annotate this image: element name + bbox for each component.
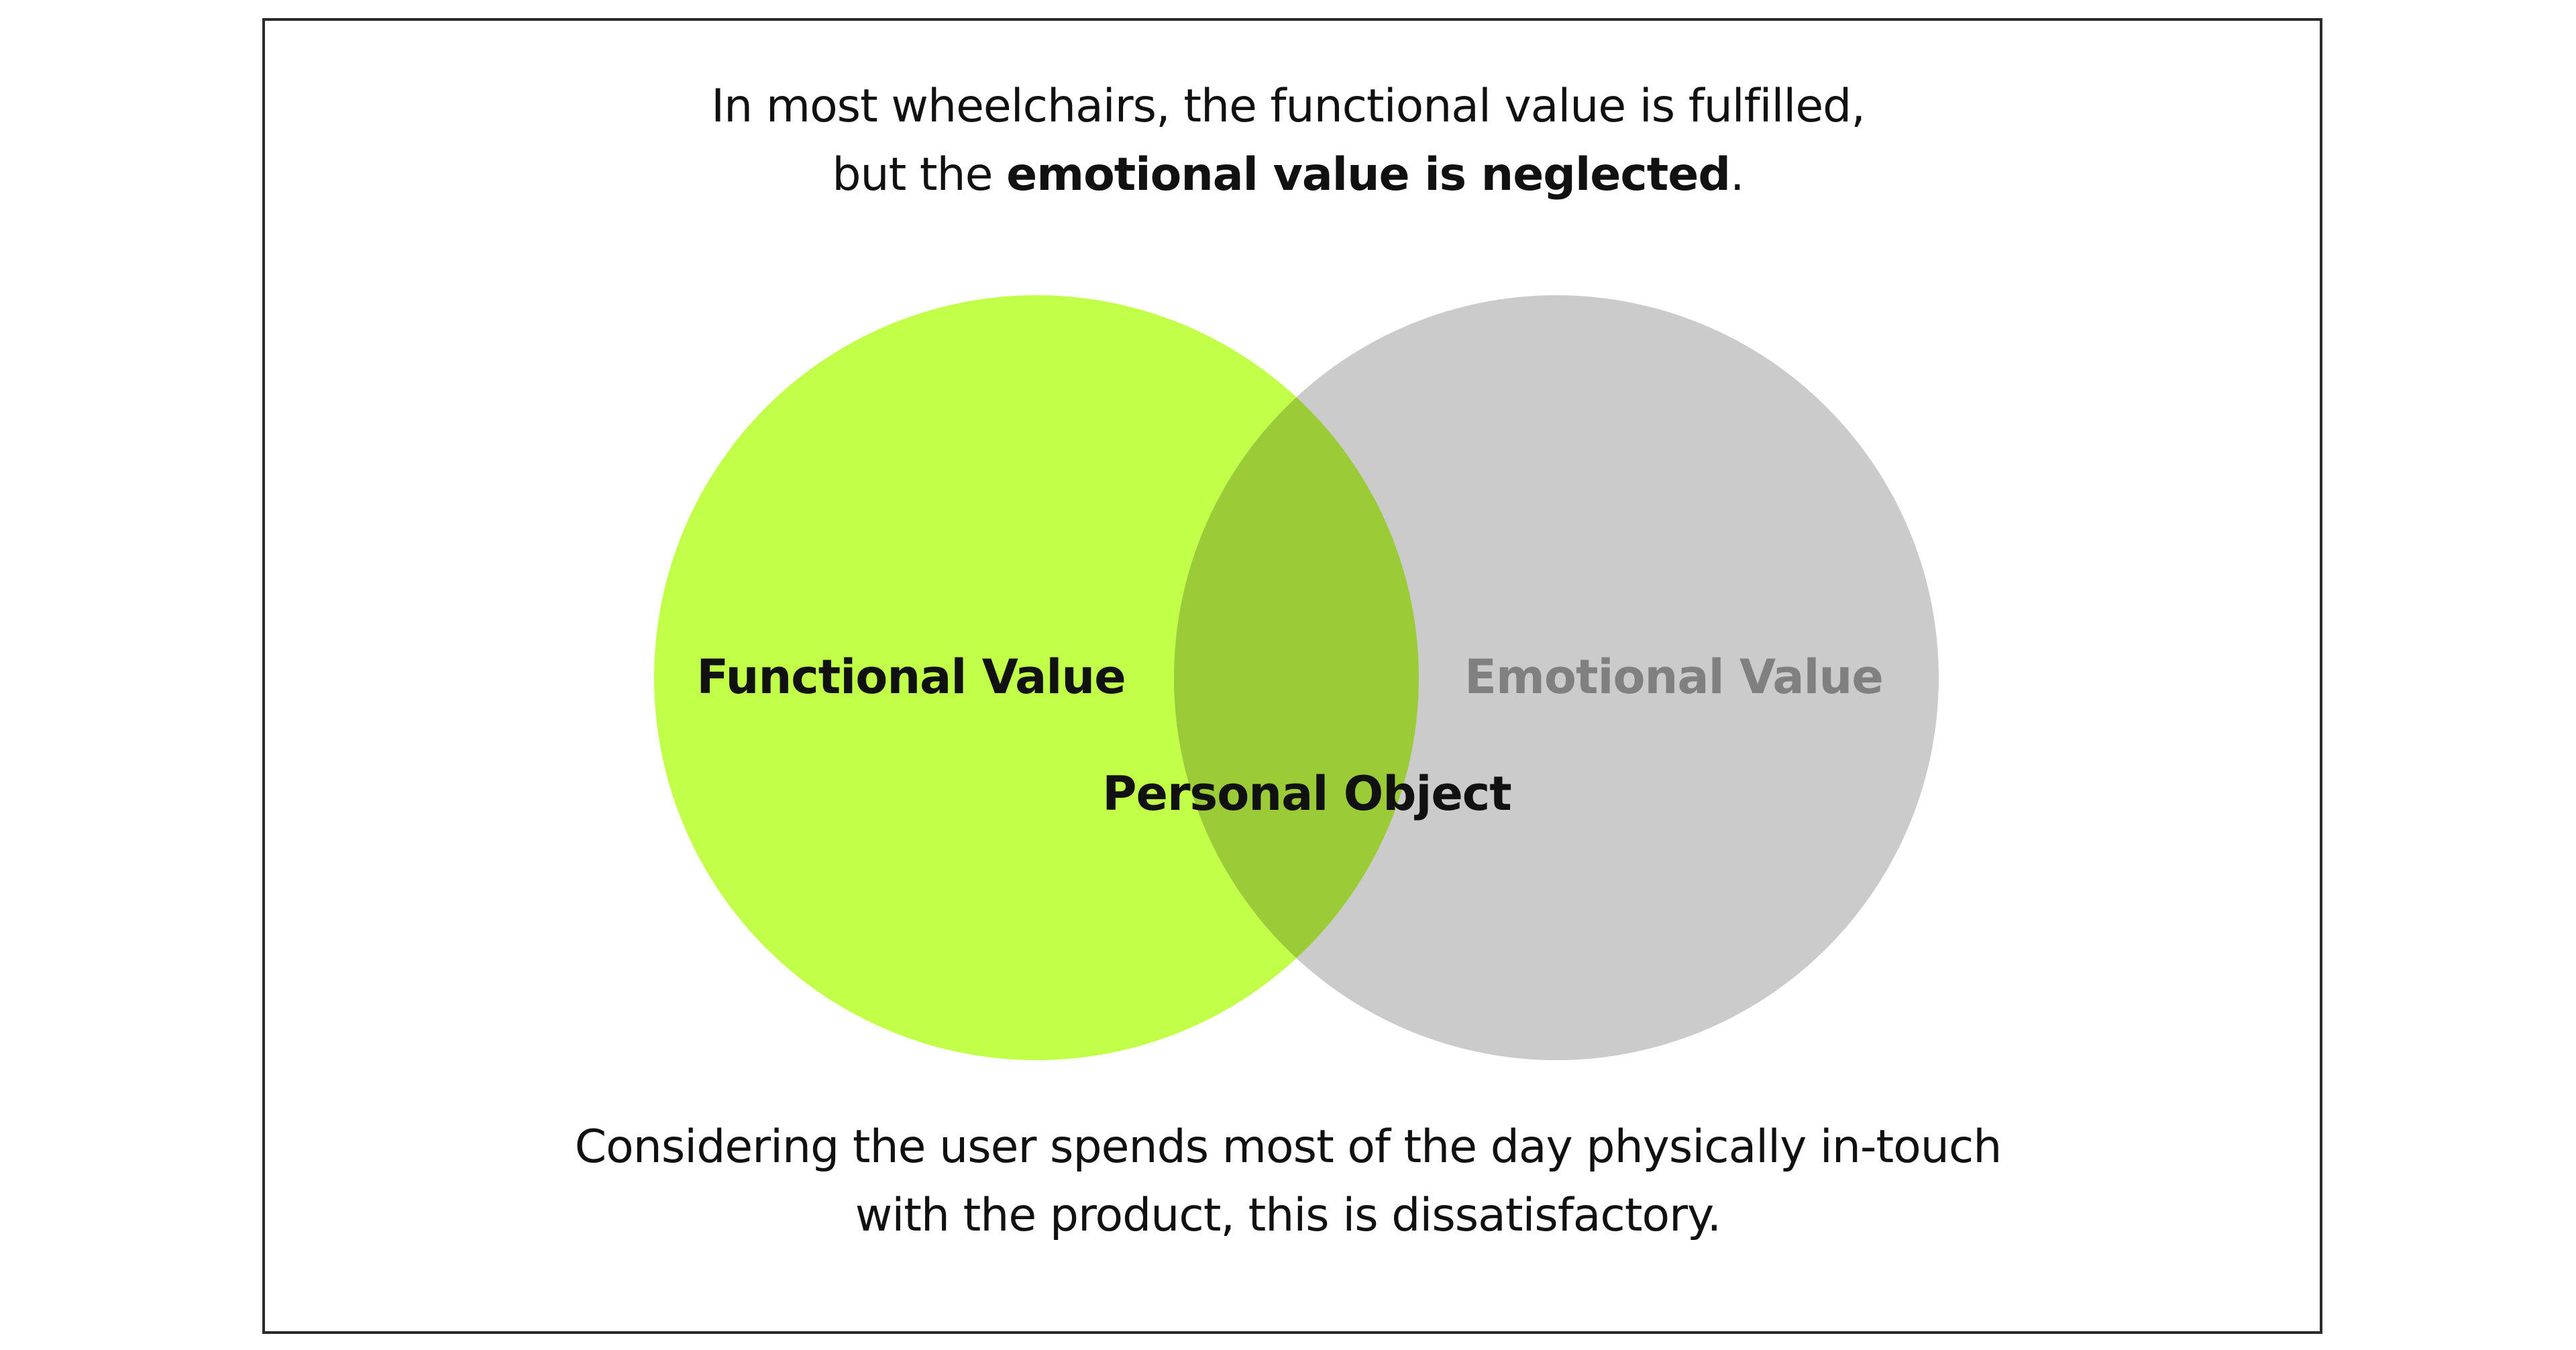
footer-line-1: Considering the user spends most of the … [574,1121,2002,1174]
header-line-2: but the emotional value is neglected. [0,141,2576,209]
footer-caption: Considering the user spends most of the … [0,1113,2576,1250]
header-caption: In most wheelchairs, the functional valu… [0,72,2576,209]
functional-value-label: Functional Value [696,650,1125,705]
header-line-1: In most wheelchairs, the functional valu… [711,80,1866,133]
header-line-2-suffix: . [1730,148,1745,201]
diagram-frame [262,18,2322,1334]
personal-object-overlap [1174,295,1419,1060]
header-line-2-prefix: but the [832,148,1007,201]
header-emphasis: emotional value is neglected [1006,148,1731,201]
emotional-value-label: Emotional Value [1464,650,1883,705]
footer-line-2: with the product, this is dissatisfactor… [855,1189,1721,1242]
personal-object-label: Personal Object [1102,766,1511,821]
